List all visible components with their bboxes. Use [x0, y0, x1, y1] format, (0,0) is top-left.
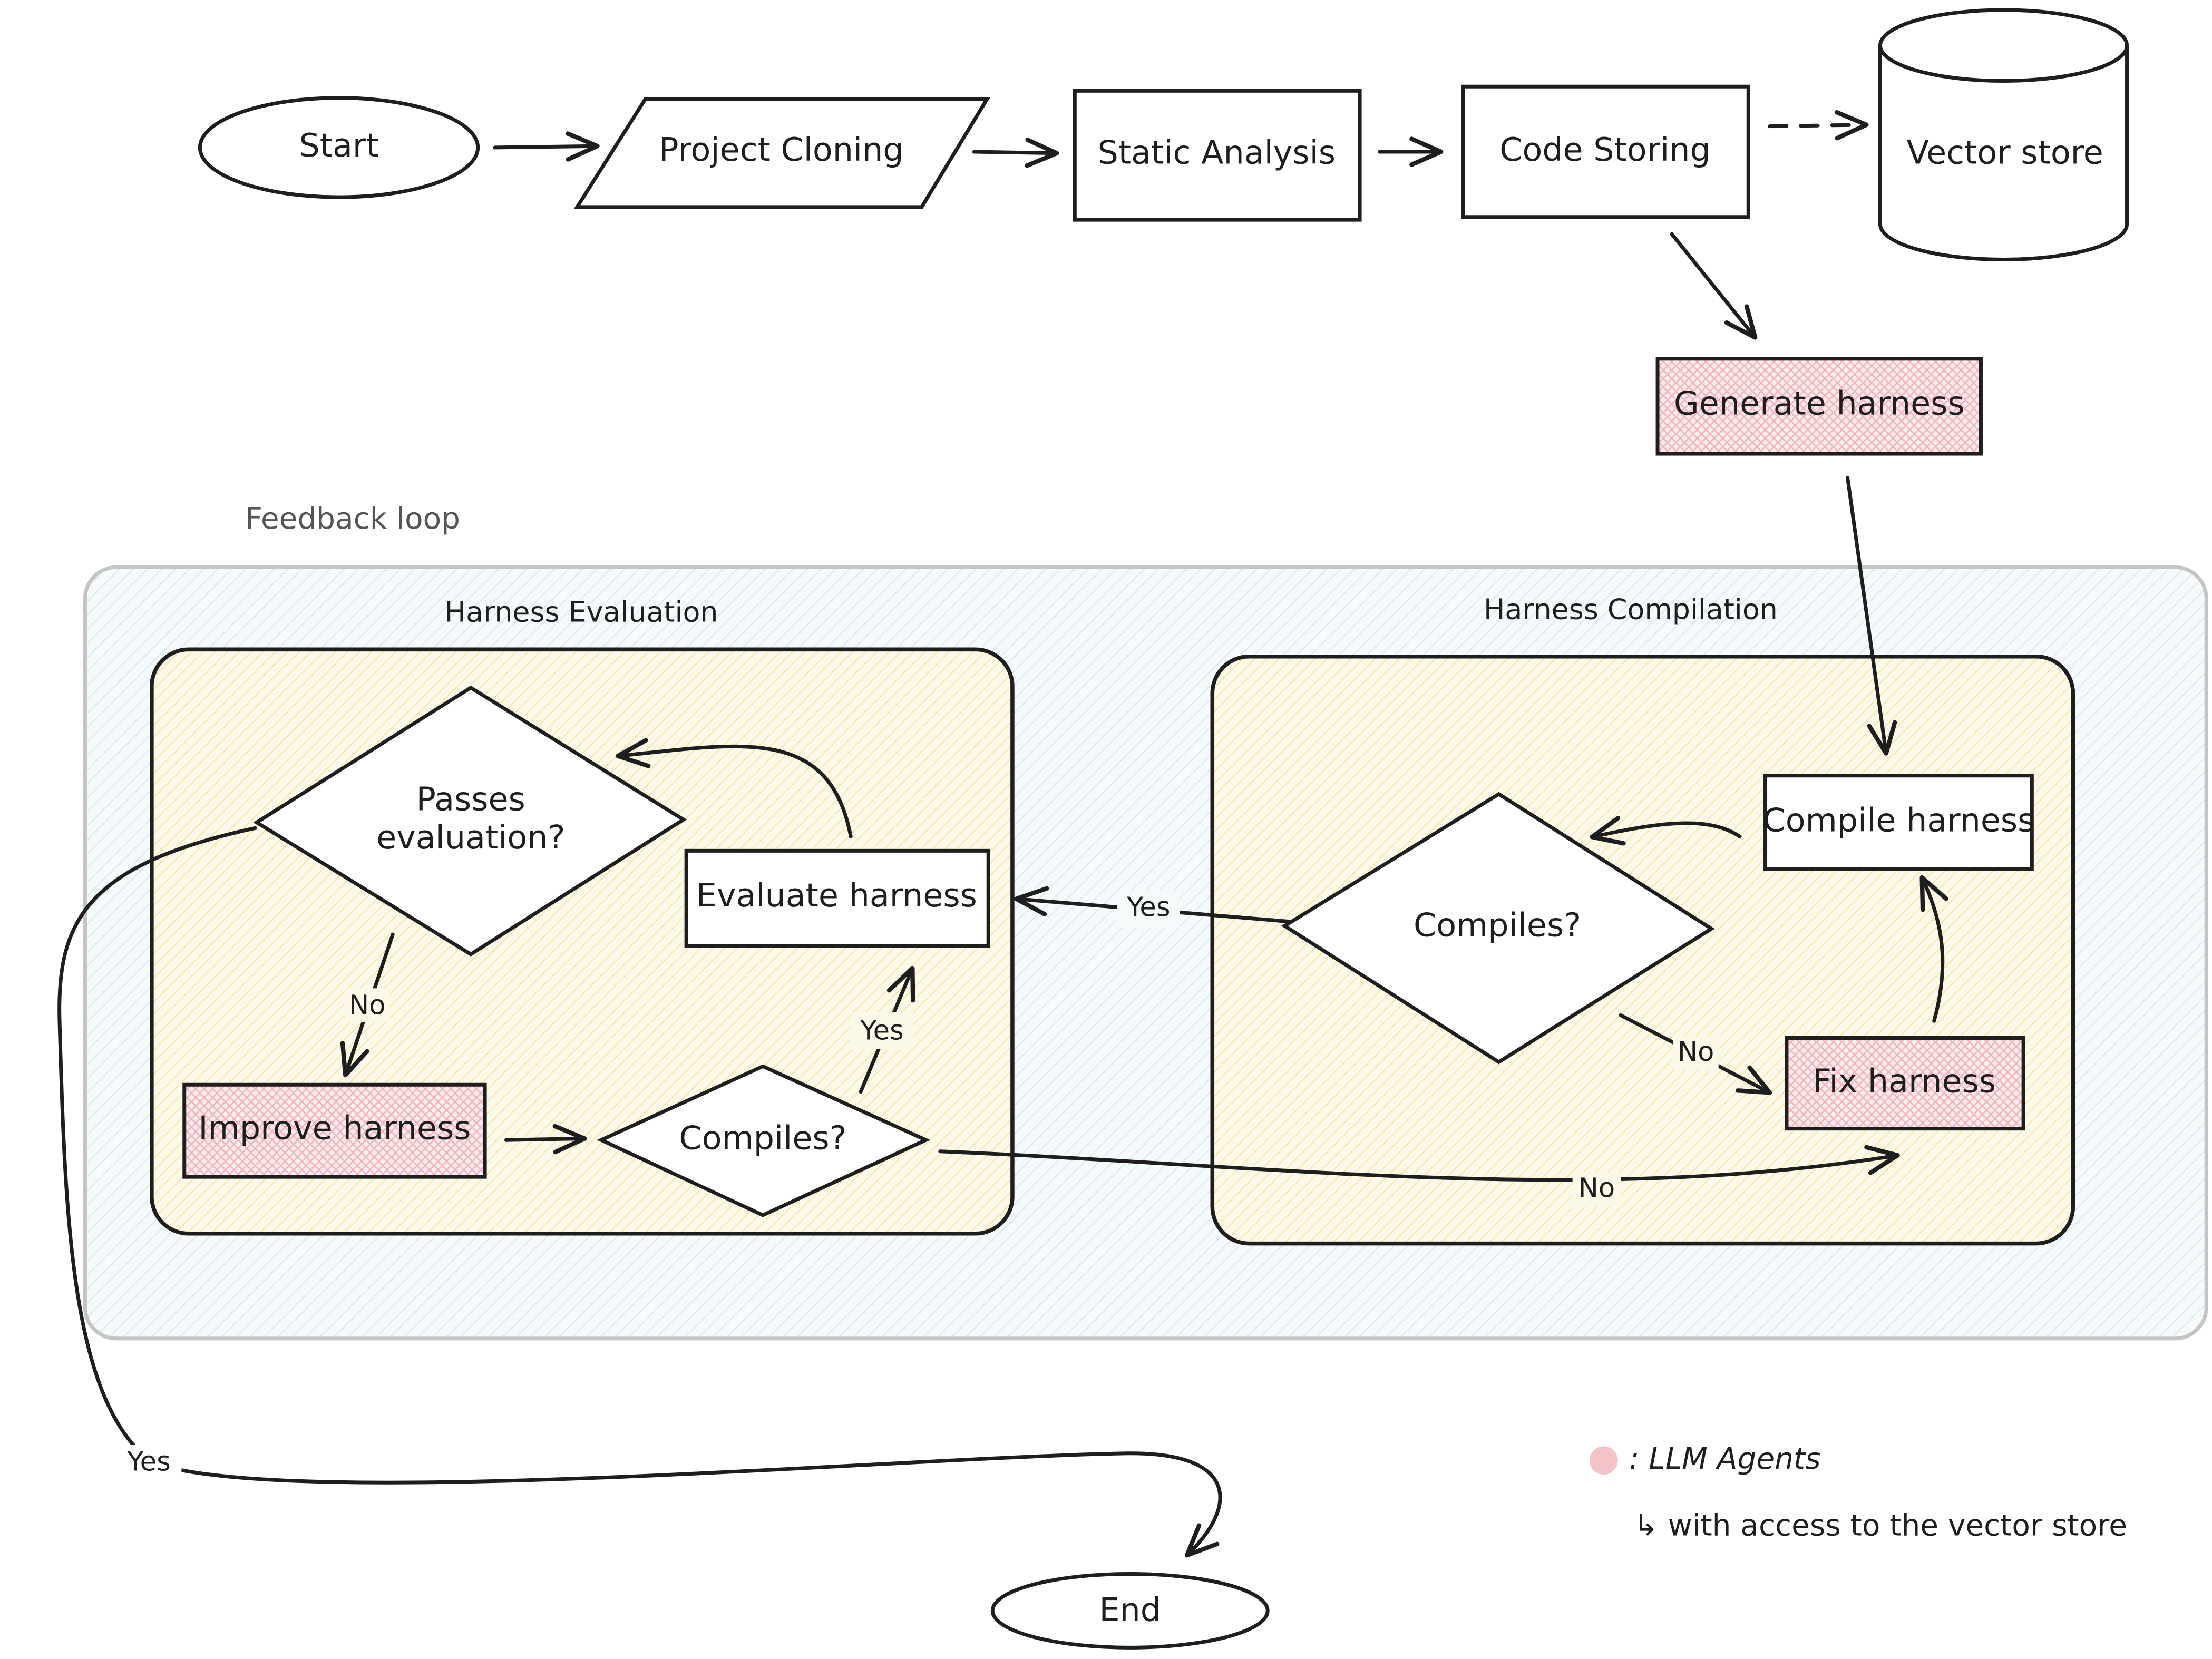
edge-cloning-to-static — [972, 138, 1059, 168]
node-vector-store[interactable]: Vector store — [1878, 8, 2129, 261]
evaluate-harness-label: Evaluate harness — [696, 876, 977, 914]
vector-store-rim — [1878, 43, 2129, 83]
edge-label-passes-yes: Yes — [119, 1445, 182, 1482]
node-project-cloning[interactable]: Project Cloning — [573, 97, 990, 209]
compiles-eval-label: Compiles? — [679, 1119, 846, 1157]
vector-store-label: Vector store — [1907, 133, 2103, 171]
node-passes-evaluation[interactable]: Passes evaluation? — [253, 685, 687, 957]
compile-harness-shape — [1763, 774, 2034, 871]
fix-harness-label: Fix harness — [1813, 1062, 1996, 1100]
passes-evaluation-label-line1: Passes — [416, 780, 525, 818]
vector-store-shape — [1878, 8, 2129, 261]
legend-agent-swatch — [1589, 1446, 1618, 1475]
edge-label-compiles-eval-no: No — [1572, 1173, 1621, 1207]
svg-text:No: No — [349, 990, 386, 1021]
edge-label-compiles-comp-yes: Yes — [1117, 890, 1180, 928]
legend: : LLM Agents ↳ with access to the vector… — [1589, 1442, 2127, 1543]
edge-compiles-to-fix-no — [938, 1145, 1900, 1182]
node-improve-harness[interactable]: Improve harness — [182, 1082, 487, 1179]
start-shape — [198, 96, 480, 199]
node-end[interactable]: End — [990, 1572, 1270, 1650]
edge-passes-to-end — [57, 826, 1222, 1558]
node-compiles-eval[interactable]: Compiles? — [597, 1064, 931, 1217]
node-evaluate-harness[interactable]: Evaluate harness — [684, 848, 990, 948]
svg-text:Yes: Yes — [126, 1447, 171, 1478]
node-compile-harness[interactable]: Compile harness — [1763, 774, 2035, 871]
node-code-storing[interactable]: Code Storing — [1461, 84, 1750, 219]
harness-compilation-title: Harness Compilation — [1484, 592, 1778, 626]
edge-generate-to-compile — [1846, 476, 1897, 756]
harness-evaluation-title: Harness Evaluation — [445, 596, 718, 629]
evaluate-harness-shape — [684, 848, 990, 948]
edge-label-compiles-comp-no: No — [1673, 1036, 1719, 1071]
static-analysis-label: Static Analysis — [1098, 133, 1336, 171]
edge-start-to-cloning — [493, 131, 600, 162]
svg-text:Yes: Yes — [1126, 892, 1171, 923]
generate-harness-label: Generate harness — [1674, 385, 1965, 423]
edge-fix-to-compile — [1919, 875, 1948, 1023]
edge-storing-to-vector — [1768, 110, 1869, 141]
compile-harness-label: Compile harness — [1763, 802, 2035, 840]
code-storing-shape — [1461, 84, 1750, 219]
passes-evaluation-label-line2: evaluation? — [376, 818, 565, 856]
svg-text:Yes: Yes — [860, 1016, 904, 1047]
code-storing-label: Code Storing — [1499, 131, 1710, 169]
svg-text:No: No — [1678, 1037, 1714, 1068]
node-static-analysis[interactable]: Static Analysis — [1073, 89, 1362, 222]
legend-agents-note: ↳ with access to the vector store — [1633, 1508, 2127, 1543]
node-generate-harness[interactable]: Generate harness — [1655, 357, 1983, 456]
static-analysis-shape — [1073, 89, 1362, 222]
project-cloning-label: Project Cloning — [659, 131, 903, 169]
svg-text:No: No — [1578, 1173, 1615, 1204]
end-shape — [990, 1572, 1270, 1650]
node-compiles-comp[interactable]: Compiles? — [1281, 792, 1715, 1065]
edge-improve-to-compiles — [504, 1124, 587, 1155]
generate-harness-shape — [1655, 357, 1983, 456]
passes-evaluation-shape — [253, 685, 687, 957]
node-fix-harness[interactable]: Fix harness — [1785, 1036, 2025, 1131]
improve-harness-shape — [182, 1082, 487, 1179]
improve-harness-label: Improve harness — [198, 1109, 471, 1147]
end-label: End — [1099, 1591, 1161, 1629]
edge-label-passes-no: No — [344, 988, 390, 1022]
compiles-comp-label: Compiles? — [1414, 906, 1581, 944]
node-start[interactable]: Start — [198, 96, 480, 199]
edge-evaluate-to-passes — [616, 738, 853, 838]
feedback-loop-title: Feedback loop — [245, 502, 460, 536]
compiles-comp-shape — [1281, 792, 1715, 1065]
edge-storing-to-generate — [1670, 232, 1758, 340]
fix-harness-shape — [1785, 1036, 2025, 1131]
legend-agents-label: : LLM Agents — [1629, 1442, 1820, 1476]
compiles-eval-shape — [597, 1064, 931, 1217]
edge-label-compiles-eval-yes: Yes — [851, 1012, 913, 1050]
start-label: Start — [299, 126, 378, 164]
edge-compile-to-compiles — [1590, 816, 1742, 846]
project-cloning-shape — [573, 97, 990, 209]
